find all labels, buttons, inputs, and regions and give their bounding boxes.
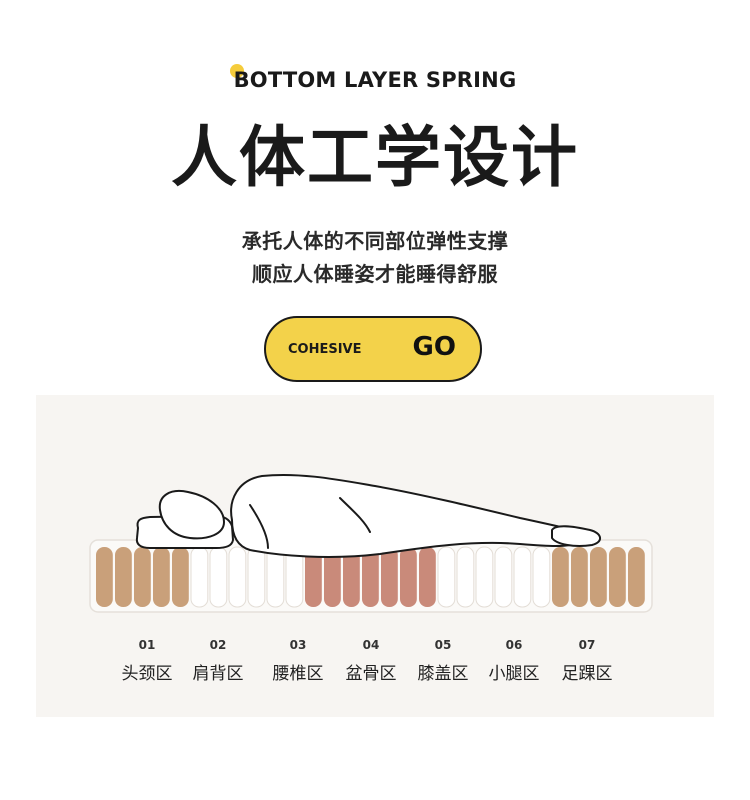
spring-coil: [134, 547, 151, 607]
spring-coil: [456, 546, 475, 608]
spring-coil: [153, 547, 170, 607]
spring-coil: [571, 547, 588, 607]
spring-coil: [590, 547, 607, 607]
spring-coil: [343, 547, 360, 607]
subtitle-line-2: 顺应人体睡姿才能睡得舒服: [252, 262, 498, 286]
go-label: GO: [412, 332, 456, 362]
spring-coil: [494, 546, 513, 608]
spring-coil: [437, 546, 456, 608]
spring-coil: [628, 547, 645, 607]
accent-dot-icon: [229, 64, 244, 78]
cohesive-go-button[interactable]: COHESIVE GO: [264, 316, 482, 382]
spring-coil: [324, 547, 341, 607]
zone-number: 04: [362, 638, 380, 652]
eyebrow-heading: BOTTOM LAYER SPRING: [0, 64, 750, 92]
zone-number: 05: [434, 638, 452, 652]
spring-coil: [475, 546, 494, 608]
body-silhouette-icon: [135, 473, 601, 558]
subtitle-line-1: 承托人体的不同部位弹性支撑: [241, 229, 509, 253]
zone-name: 肩背区: [192, 664, 244, 684]
zone-name: 膝盖区: [417, 664, 469, 684]
spring-coil: [400, 547, 417, 607]
zone-name: 头颈区: [121, 664, 173, 684]
spring-coil: [305, 547, 322, 607]
spring-coil: [513, 546, 532, 608]
zone-name: 足踝区: [561, 664, 613, 684]
spring-coil: [96, 547, 113, 607]
zone-number: 02: [209, 638, 227, 652]
zone-number: 01: [138, 638, 156, 652]
zone-name: 小腿区: [488, 664, 540, 684]
zone-name: 盆骨区: [345, 664, 397, 684]
torso-shape: [230, 473, 581, 558]
zone-number: 06: [505, 638, 523, 652]
spring-coil: [115, 547, 132, 607]
spring-coil: [266, 546, 285, 608]
back-contour: [249, 504, 269, 549]
spring-coil: [419, 547, 436, 607]
zone-number: 07: [578, 638, 596, 652]
zone-name: 腰椎区: [272, 664, 324, 684]
page-title: 人体工学设计: [171, 119, 579, 196]
spring-coil: [362, 547, 379, 607]
hip-contour: [339, 497, 371, 533]
spring-coil: [209, 546, 228, 608]
spring-coil: [381, 547, 398, 607]
spring-row: [96, 546, 645, 608]
eyebrow-text: BOTTOM LAYER SPRING: [233, 68, 517, 92]
spring-coil: [247, 546, 266, 608]
spring-coil: [228, 546, 247, 608]
spring-coil: [552, 547, 569, 607]
foot-shape: [551, 525, 601, 548]
head-shape: [158, 490, 225, 540]
cohesive-label: COHESIVE: [288, 342, 362, 357]
spring-coil: [609, 547, 626, 607]
spring-coil: [190, 546, 209, 608]
spring-coil: [172, 547, 189, 607]
zone-number: 03: [289, 638, 307, 652]
spring-coil: [532, 546, 551, 608]
